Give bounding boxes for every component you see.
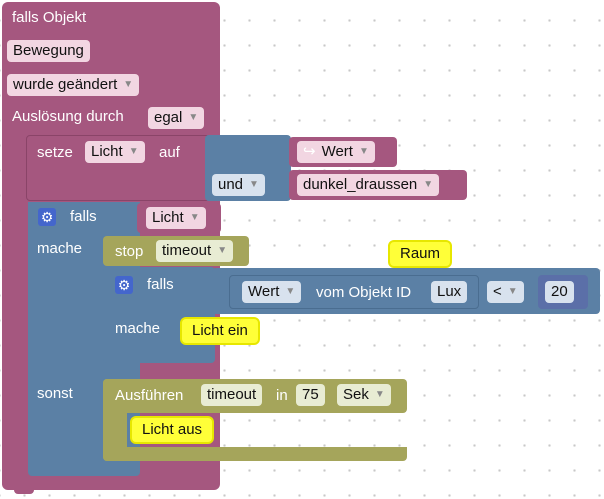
condition-value: wurde geändert	[13, 76, 118, 93]
source-label: Auslösung durch	[12, 108, 124, 125]
inner-if-label: falls	[147, 276, 174, 293]
to-label: auf	[159, 144, 180, 161]
and-operator-value: und	[218, 176, 244, 193]
chevron-down-icon: ▼	[358, 146, 369, 157]
action-light-off[interactable]: Licht aus	[130, 416, 215, 444]
second-value: dunkel_draussen	[303, 176, 418, 193]
set-label: setze	[37, 144, 73, 161]
run-label: Ausführen	[115, 387, 184, 404]
else-label: sonst	[37, 385, 73, 402]
stop-timeout-dropdown[interactable]: timeout ▼	[156, 240, 234, 262]
chevron-down-icon: ▼	[123, 79, 134, 90]
stop-timeout-value: timeout	[162, 242, 212, 259]
operator-dropdown[interactable]: < ▼	[487, 281, 524, 303]
inner-do-label: mache	[115, 320, 161, 337]
value-dropdown[interactable]: ↪ Wert ▼	[297, 141, 375, 163]
and-operator-dropdown[interactable]: und ▼	[212, 174, 265, 196]
condition-variable-value: Licht	[152, 209, 184, 226]
trigger-block-tail	[14, 484, 34, 494]
run-timeout-block-footer	[103, 447, 407, 461]
condition-variable-dropdown[interactable]: Licht ▼	[146, 207, 206, 229]
condition-dropdown[interactable]: wurde geändert ▼	[7, 74, 140, 96]
chevron-down-icon: ▼	[189, 212, 200, 223]
object-value-label: Wert	[248, 283, 280, 300]
return-arrow-icon: ↪	[303, 143, 316, 160]
value-label: Wert	[321, 143, 353, 160]
object-dropdown[interactable]: Bewegung	[7, 40, 90, 62]
chevron-down-icon: ▼	[374, 389, 385, 400]
chevron-down-icon: ▼	[188, 112, 199, 123]
second-value-dropdown[interactable]: dunkel_draussen ▼	[297, 174, 440, 196]
operator-value: <	[493, 283, 502, 300]
action-light-on[interactable]: Licht ein	[180, 317, 260, 345]
chevron-down-icon: ▼	[285, 286, 296, 297]
unit-value: Sek	[343, 386, 369, 403]
trigger-title: falls Objekt	[12, 9, 87, 26]
gear-icon[interactable]: ⚙	[115, 276, 133, 294]
variable-dropdown[interactable]: Licht ▼	[85, 141, 145, 163]
chevron-down-icon: ▼	[128, 146, 139, 157]
in-label: in	[276, 387, 288, 404]
stop-label: stop	[115, 243, 144, 260]
timeout-name-field[interactable]: timeout	[201, 384, 263, 406]
from-object-label: vom Objekt ID	[316, 284, 412, 301]
do-label: mache	[37, 240, 83, 257]
object-value-dropdown[interactable]: Wert ▼	[242, 281, 302, 303]
object-id-field[interactable]: Lux	[431, 281, 468, 303]
chevron-down-icon: ▼	[249, 179, 259, 190]
chevron-down-icon: ▼	[507, 286, 518, 297]
number-field[interactable]: 20	[545, 281, 574, 303]
chevron-down-icon: ▼	[423, 179, 434, 190]
gear-icon[interactable]: ⚙	[38, 208, 56, 226]
variable-value: Licht	[91, 143, 123, 160]
unit-dropdown[interactable]: Sek ▼	[337, 384, 391, 406]
source-value: egal	[154, 109, 183, 126]
comment-bubble[interactable]: Raum	[388, 240, 453, 268]
delay-field[interactable]: 75	[296, 384, 325, 406]
chevron-down-icon: ▼	[217, 245, 228, 256]
source-dropdown[interactable]: egal ▼	[148, 107, 205, 129]
if-label: falls	[70, 208, 97, 225]
